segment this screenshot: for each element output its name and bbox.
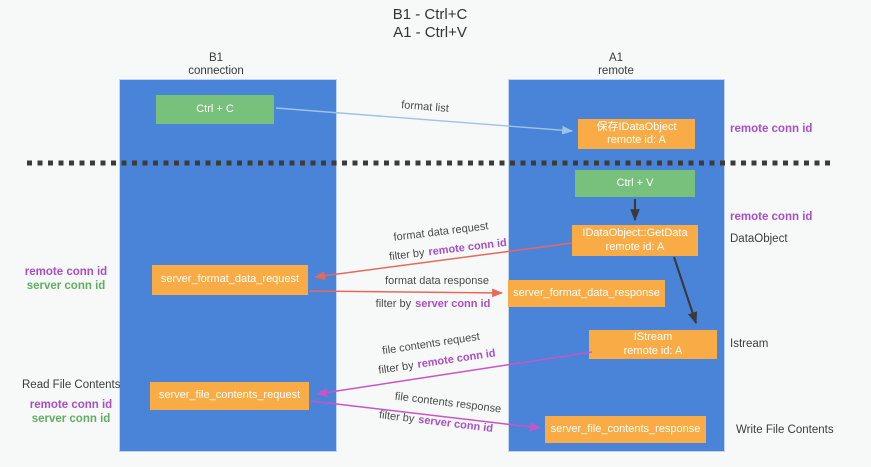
- node-istream-line1: IStream: [633, 331, 673, 343]
- right-label-write-file-contents: Write File Contents: [736, 424, 834, 436]
- node-istream: IStream remote id: A: [589, 330, 717, 359]
- label-format-list: format list: [400, 99, 450, 115]
- node-save-idataobject-line1: 保存IDataObject: [596, 120, 677, 133]
- filter-prefix: filter by: [378, 409, 416, 426]
- node-istream-line2: remote id: A: [623, 344, 683, 357]
- title-line-2: A1 - Ctrl+V: [393, 24, 467, 41]
- lane-b1-subtitle: connection: [188, 65, 244, 77]
- node-ctrl-c-label: Ctrl + C: [196, 102, 234, 115]
- left-label-server-conn-id-1: server conn id: [26, 280, 106, 292]
- filter-value: server conn id: [417, 413, 494, 435]
- label-file-contents-response: file contents response: [394, 390, 502, 416]
- right-label-istream: Istream: [730, 338, 769, 350]
- lane-a1-subtitle: remote: [598, 65, 634, 77]
- lane-header-b1: B1 connection: [188, 52, 244, 78]
- node-server-format-data-request: server_format_data_request: [152, 265, 308, 295]
- lane-b1-name: B1: [208, 52, 224, 64]
- left-label-remote-conn-id-1: remote conn id: [24, 266, 108, 278]
- left-label-remote-conn-id-2: remote conn id: [29, 399, 113, 411]
- left-conn-id-group-2: Read File Contents remote conn id server…: [22, 378, 120, 426]
- node-idataobject-getdata: IDataObject::GetData remote id: A: [572, 225, 698, 256]
- node-idataobject-getdata-line1: IDataObject::GetData: [582, 227, 688, 239]
- right-label-dataobject: DataObject: [730, 233, 788, 245]
- filter-value: server conn id: [415, 298, 491, 310]
- node-server-file-contents-response: server_file_contents_response: [545, 416, 706, 443]
- right-label-remote-conn-id-top: remote conn id: [730, 123, 813, 135]
- right-label-remote-conn-id-mid: remote conn id: [730, 211, 813, 223]
- label-format-data-response: format data response: [385, 275, 489, 287]
- node-server-file-contents-request-label: server_file_contents_request: [158, 389, 301, 402]
- node-server-file-contents-response-label: server_file_contents_response: [550, 422, 701, 435]
- filter-value: remote conn id: [416, 347, 497, 371]
- left-conn-id-group-1: remote conn id server conn id: [20, 265, 112, 293]
- filter-prefix: filter by: [388, 246, 426, 264]
- left-label-read-file-contents: Read File Contents: [22, 379, 121, 391]
- node-server-format-data-request-label: server_format_data_request: [160, 273, 300, 286]
- left-label-server-conn-id-2: server conn id: [31, 413, 111, 425]
- arrow-format-data-response: [308, 288, 504, 298]
- node-idataobject-getdata-line2: remote id: A: [605, 240, 665, 253]
- node-ctrl-v-label: Ctrl + V: [616, 176, 654, 189]
- lane-header-a1: A1 remote: [598, 52, 634, 78]
- filter-prefix: filter by: [377, 359, 415, 377]
- node-ctrl-v: Ctrl + V: [575, 170, 695, 197]
- title-line-1: B1 - Ctrl+C: [392, 6, 468, 23]
- node-save-idataobject-line2: remote id: A: [607, 134, 666, 146]
- filter-prefix: filter by: [375, 298, 412, 310]
- node-server-format-data-response: server_format_data_response: [508, 280, 665, 307]
- diagram-title: B1 - Ctrl+C A1 - Ctrl+V: [393, 6, 468, 42]
- lane-a1-name: A1: [608, 52, 624, 64]
- node-ctrl-c: Ctrl + C: [156, 95, 274, 124]
- filter-value: remote conn id: [427, 236, 508, 259]
- node-server-format-data-response-label: server_format_data_response: [513, 286, 660, 299]
- node-server-file-contents-request: server_file_contents_request: [150, 382, 309, 410]
- node-save-idataobject: 保存IDataObject remote id: A: [578, 119, 695, 149]
